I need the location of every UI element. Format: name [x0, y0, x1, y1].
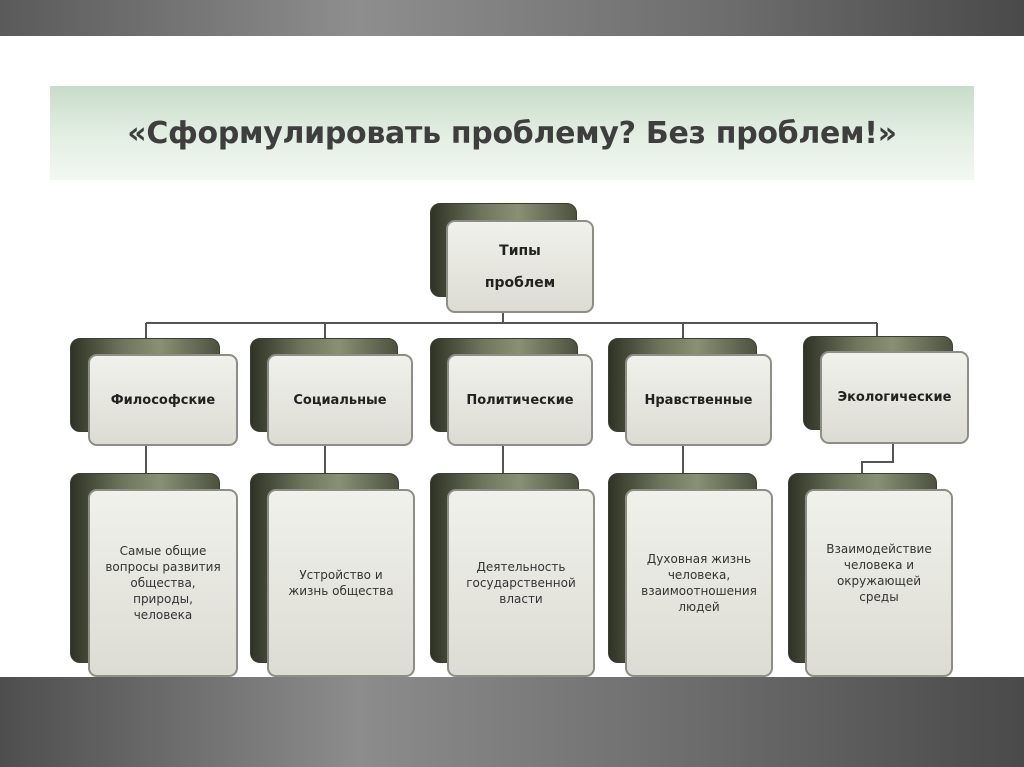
description-text: Самые общие вопросы развития общества, п… [105, 544, 221, 622]
category-label: Политические [466, 392, 574, 408]
description-node-moral: Духовная жизнь человека, взаимоотношения… [608, 473, 773, 677]
description-node-philosophical: Самые общие вопросы развития общества, п… [70, 473, 238, 677]
description-text: Деятельность государственной власти [466, 560, 576, 606]
category-label: Нравственные [644, 392, 753, 408]
bottom-decor-band [0, 677, 1024, 767]
category-label: Социальные [293, 392, 387, 408]
category-label: Экологические [837, 390, 952, 405]
category-label: Философские [110, 392, 216, 408]
top-decor-band [0, 0, 1024, 36]
category-node-ecological: Экологические [803, 336, 969, 444]
description-node-social: Устройство и жизнь общества [250, 473, 415, 677]
child-line-5 [861, 443, 894, 476]
title-bar: «Сформулировать проблему? Без проблем!» [50, 86, 974, 180]
category-node-moral: Нравственные [608, 338, 772, 446]
root-node: Типы проблем [430, 203, 595, 313]
slide-title: «Сформулировать проблему? Без проблем!» [127, 115, 897, 151]
category-node-philosophical: Философские [70, 338, 238, 446]
description-text: Духовная жизнь человека, взаимоотношения… [641, 552, 757, 614]
description-text: Взаимодействие человека и окружающей сре… [826, 542, 932, 604]
description-node-ecological: Взаимодействие человека и окружающей сре… [788, 473, 953, 677]
category-node-political: Политические [430, 338, 593, 446]
category-node-social: Социальные [250, 338, 413, 446]
description-text: Устройство и жизнь общества [288, 568, 394, 598]
root-label: Типы проблем [484, 242, 556, 291]
description-node-political: Деятельность государственной власти [430, 473, 595, 677]
